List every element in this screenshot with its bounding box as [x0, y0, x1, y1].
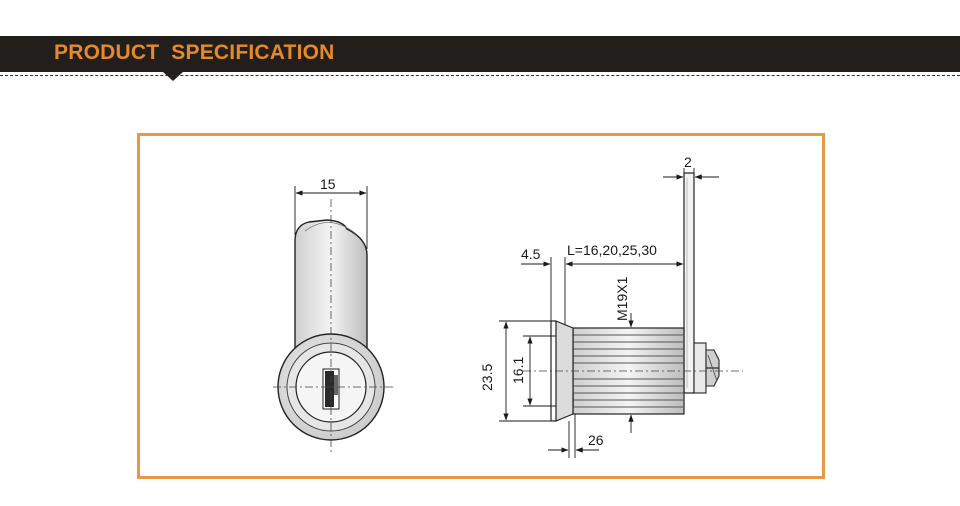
- inner-diameter-label: 16.1: [510, 357, 526, 384]
- front-width-label: 15: [320, 176, 336, 192]
- page-title: PRODUCT SPECIFICATION: [54, 41, 335, 64]
- header-notch: [163, 72, 183, 81]
- body-length-label: L=16,20,25,30: [567, 242, 657, 258]
- side-view: [499, 168, 743, 458]
- thread-spec-label: M19X1: [614, 276, 630, 321]
- retaining-nut: [693, 342, 707, 394]
- bottom-dimension-label: 26: [588, 432, 604, 448]
- spec-drawing-frame: 15: [137, 133, 825, 479]
- flange-head: [555, 320, 574, 422]
- outer-diameter-label: 23.5: [479, 364, 495, 391]
- flange-width-label: 4.5: [521, 246, 541, 262]
- header-divider: [0, 75, 960, 76]
- header-bar: PRODUCT SPECIFICATION: [0, 36, 960, 72]
- cam-plate: [683, 172, 695, 394]
- keyway: [325, 371, 334, 407]
- technical-drawing: 15: [273, 154, 743, 458]
- front-view: [273, 186, 395, 453]
- plate-thickness-label: 2: [684, 154, 692, 170]
